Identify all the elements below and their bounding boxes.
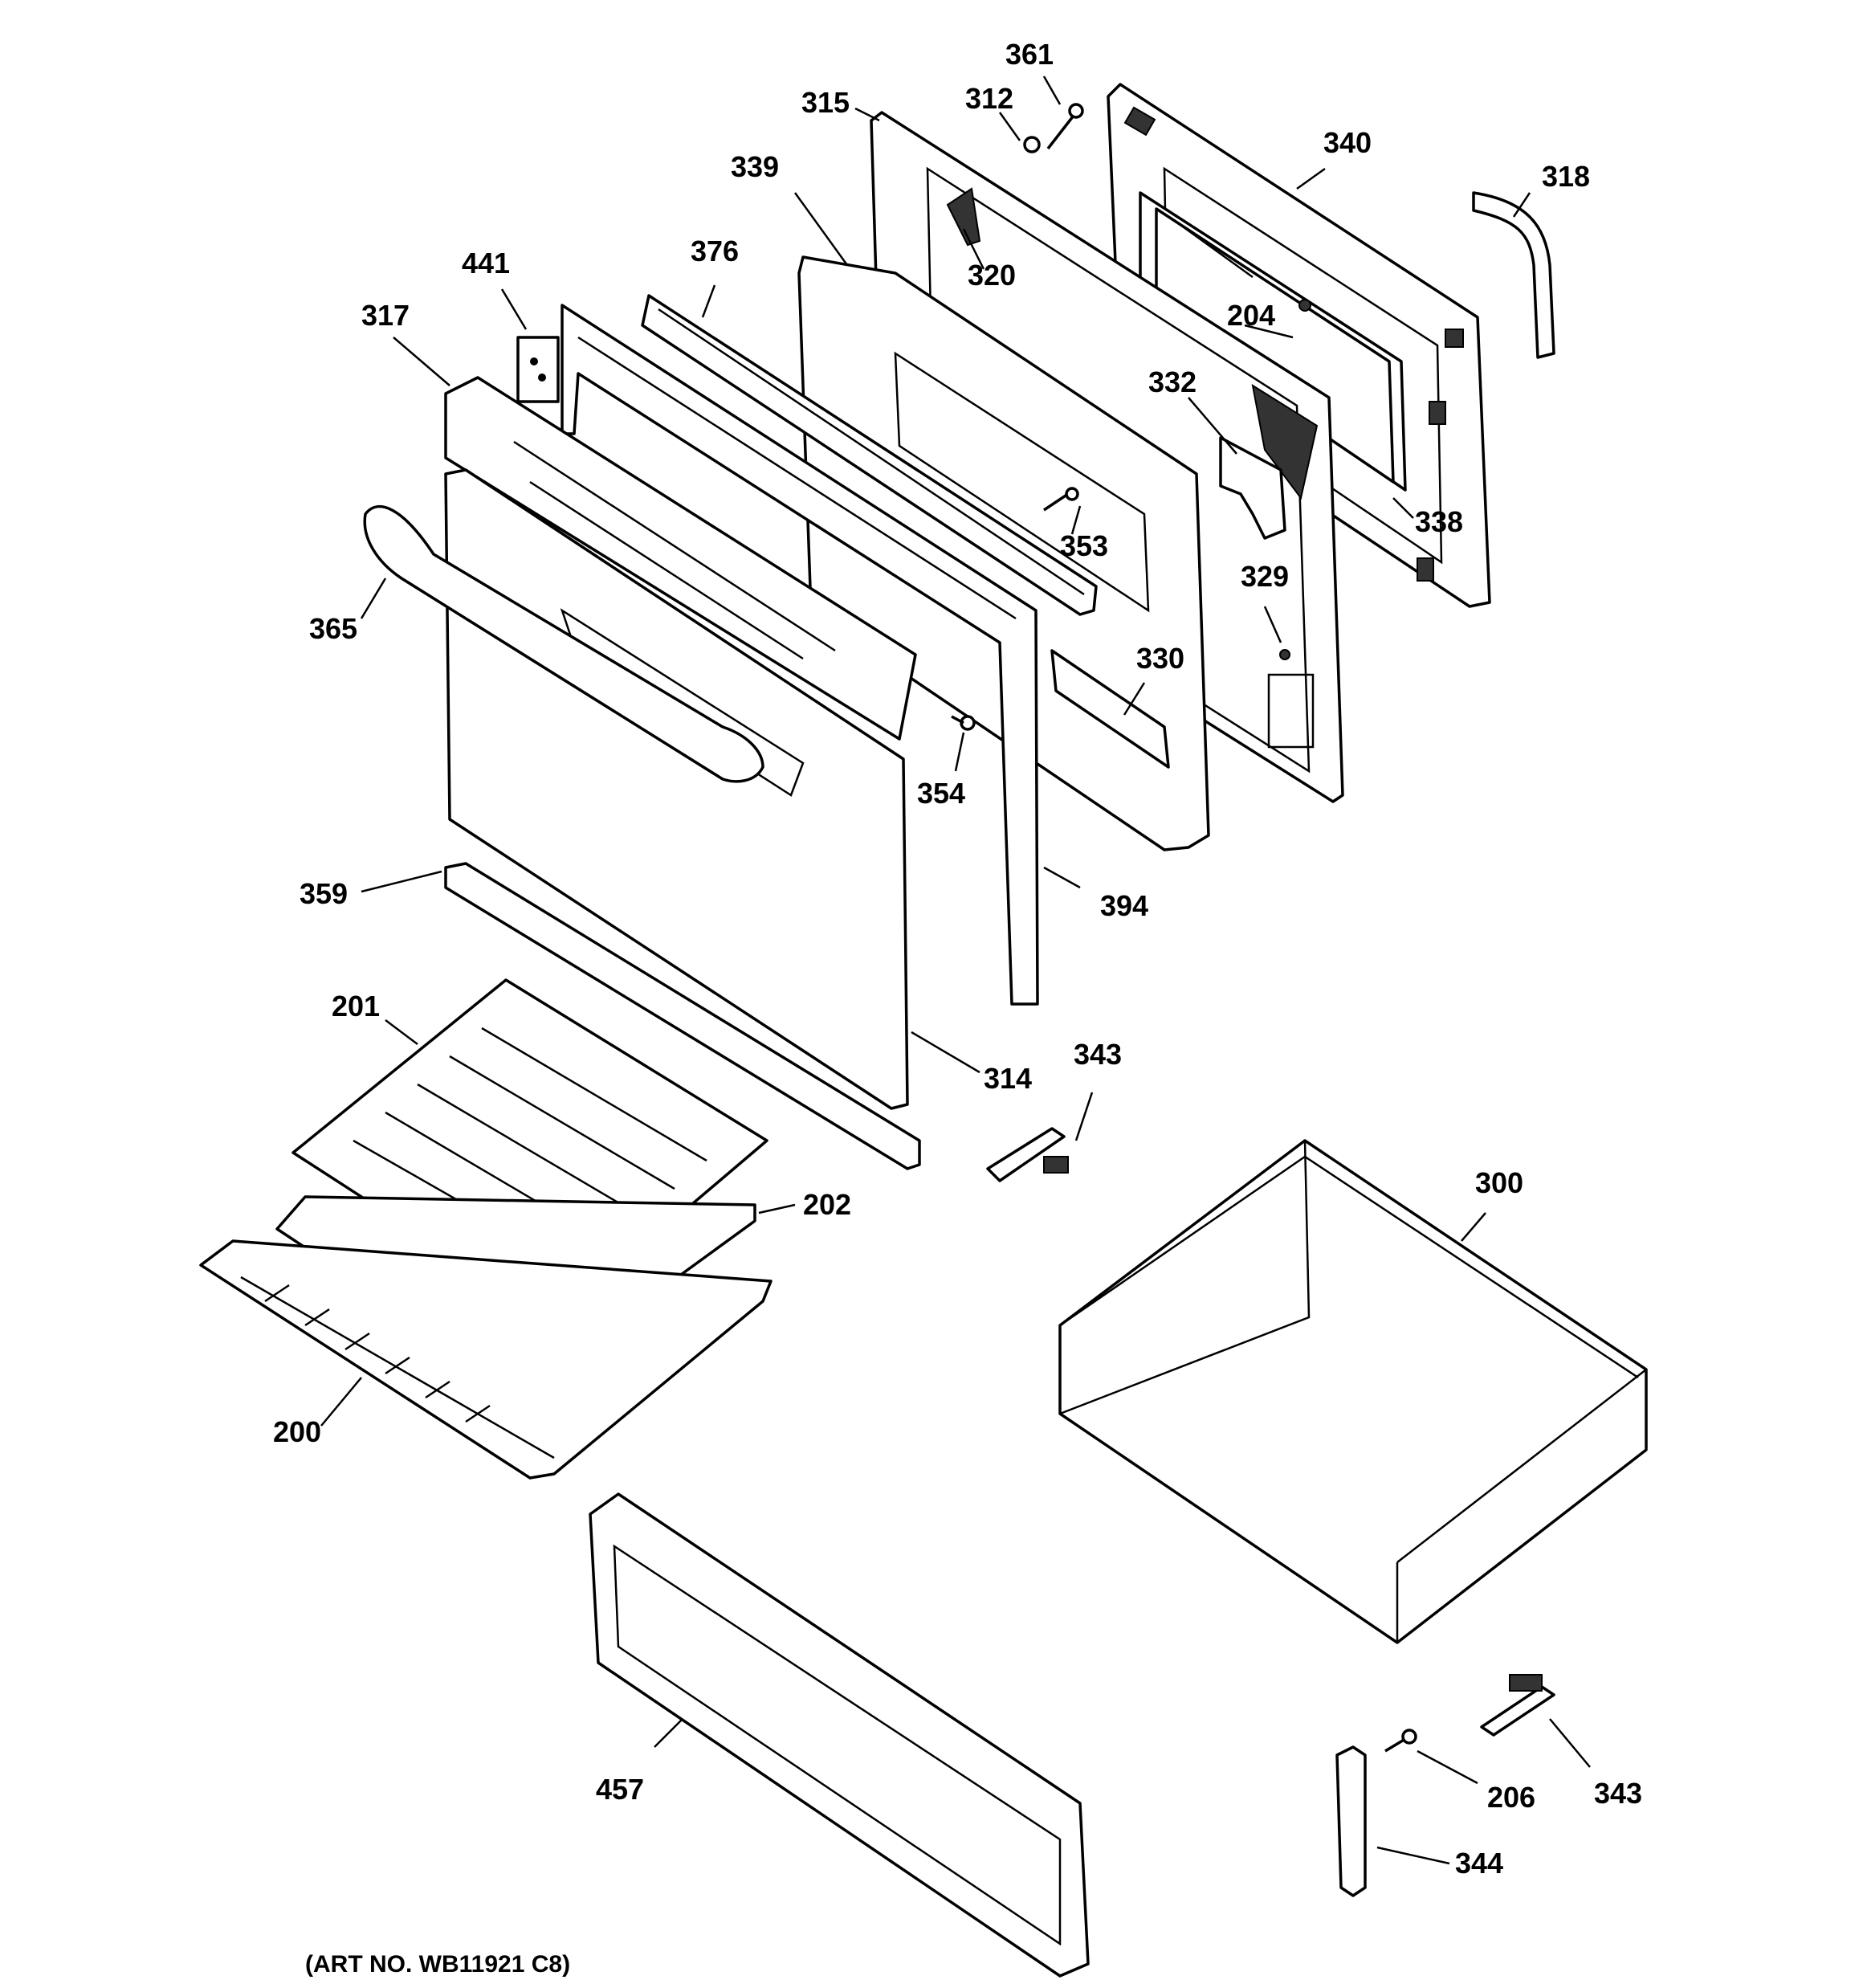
art-number: (ART NO. WB11921 C8) — [305, 1951, 570, 1978]
callout-338: 338 — [1415, 505, 1463, 538]
callout-344: 344 — [1455, 1847, 1503, 1880]
part-door-top-trim — [444, 376, 917, 741]
callout-376: 376 — [691, 235, 739, 267]
callout-204: 204 — [1227, 299, 1275, 332]
callout-312: 312 — [965, 82, 1013, 115]
part-drawer-glide-lower — [1480, 1674, 1555, 1737]
part-oven-rack — [199, 1239, 773, 1480]
part-drawer-glide-upper — [986, 1127, 1069, 1182]
callout-343a: 343 — [1074, 1038, 1122, 1071]
part-hinge-block — [1219, 436, 1286, 540]
part-door-gasket — [1472, 191, 1555, 359]
callout-365: 365 — [309, 612, 357, 645]
callout-317: 317 — [361, 299, 410, 332]
callout-353: 353 — [1060, 529, 1108, 562]
part-drawer-slide-rail — [1335, 1745, 1367, 1897]
callout-441: 441 — [462, 247, 510, 280]
callout-200: 200 — [273, 1415, 321, 1448]
callout-206: 206 — [1487, 1781, 1535, 1814]
callout-329: 329 — [1241, 560, 1289, 593]
part-vent-channel — [641, 294, 1098, 616]
callout-314: 314 — [984, 1062, 1032, 1095]
leader-lines — [320, 76, 1591, 1865]
callout-315: 315 — [801, 86, 850, 119]
part-storage-drawer — [1058, 1139, 1648, 1644]
part-lower-trim-strip — [444, 862, 921, 1170]
callout-318: 318 — [1542, 160, 1590, 193]
part-door-handle — [363, 504, 764, 783]
callout-361: 361 — [1005, 38, 1054, 71]
part-fasteners — [946, 103, 1311, 731]
callout-343b: 343 — [1594, 1777, 1642, 1810]
part-door-glass — [1139, 191, 1407, 492]
callout-457: 457 — [596, 1773, 644, 1806]
callout-300: 300 — [1475, 1166, 1523, 1199]
callout-394: 394 — [1100, 889, 1148, 922]
part-drawer-front-panel — [589, 1492, 1090, 1978]
callout-354: 354 — [917, 777, 965, 810]
callout-201: 201 — [332, 990, 380, 1023]
callout-332: 332 — [1148, 365, 1196, 398]
callout-330: 330 — [1136, 642, 1184, 675]
callout-359: 359 — [300, 877, 348, 910]
callout-339: 339 — [731, 150, 779, 183]
callout-202: 202 — [803, 1188, 851, 1221]
part-drawer-screw — [1384, 1729, 1417, 1753]
callout-340: 340 — [1323, 126, 1372, 159]
callout-320: 320 — [968, 259, 1016, 292]
part-hinge-bracket — [516, 336, 560, 403]
